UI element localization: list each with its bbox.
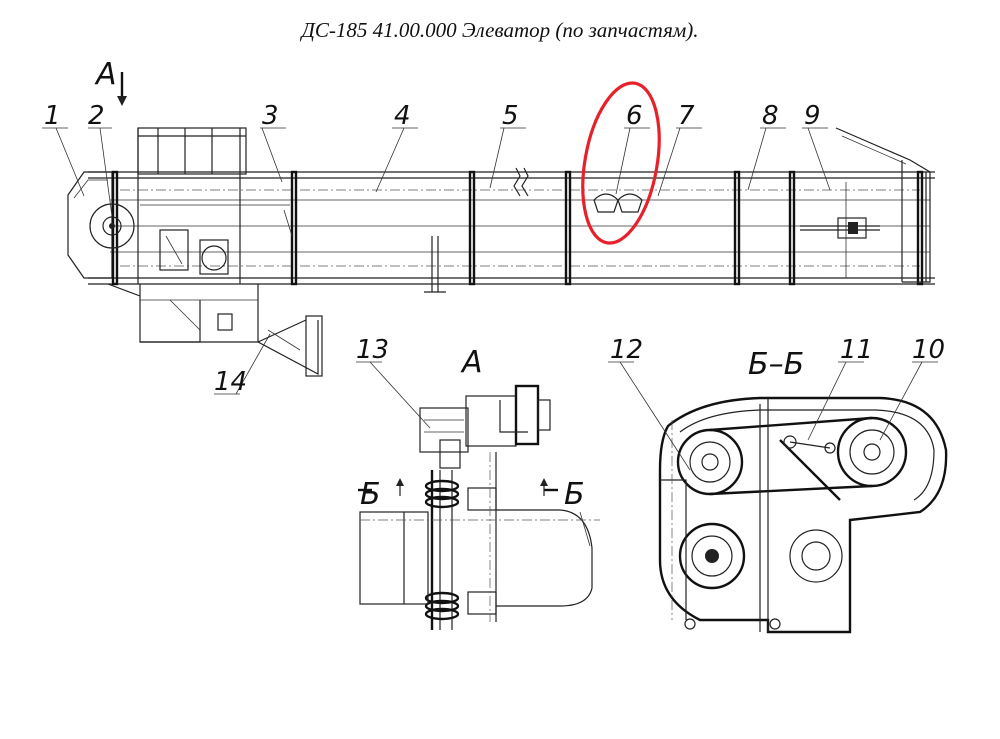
callout-7: 7 [678, 101, 695, 131]
section-cut-right-label: Б [564, 477, 585, 512]
callout-12: 12 [610, 335, 643, 365]
callout-4: 4 [394, 101, 411, 131]
elevator-main-view [67, 127, 935, 377]
view-a-marker-label: A [94, 57, 117, 92]
drawing-title: ДС-185 41.00.000 Элеватор (по запчастям)… [301, 18, 699, 42]
callout-9: 9 [804, 101, 821, 131]
callout-labels: 1 2 3 4 5 6 7 8 9 10 11 12 13 14 [44, 101, 945, 397]
section-cut-left-label: Б [360, 477, 381, 512]
callout-leaders-main [42, 127, 831, 395]
section-bb-drawing [658, 396, 948, 634]
view-a-title: A [460, 345, 483, 380]
view-a-drawing [358, 384, 600, 630]
callout-3: 3 [262, 101, 279, 131]
callout-11: 11 [840, 335, 873, 365]
callout-14: 14 [214, 367, 247, 397]
callout-13: 13 [356, 335, 389, 365]
callout-10: 10 [912, 335, 945, 365]
callout-1: 1 [44, 101, 61, 131]
callout-8: 8 [762, 101, 779, 131]
highlight-ellipse [581, 81, 661, 245]
callout-5: 5 [502, 101, 519, 131]
section-bb-title: Б–Б [748, 347, 804, 382]
callout-6: 6 [626, 101, 643, 131]
view-a-arrow [117, 72, 127, 106]
callout-2: 2 [88, 101, 105, 131]
